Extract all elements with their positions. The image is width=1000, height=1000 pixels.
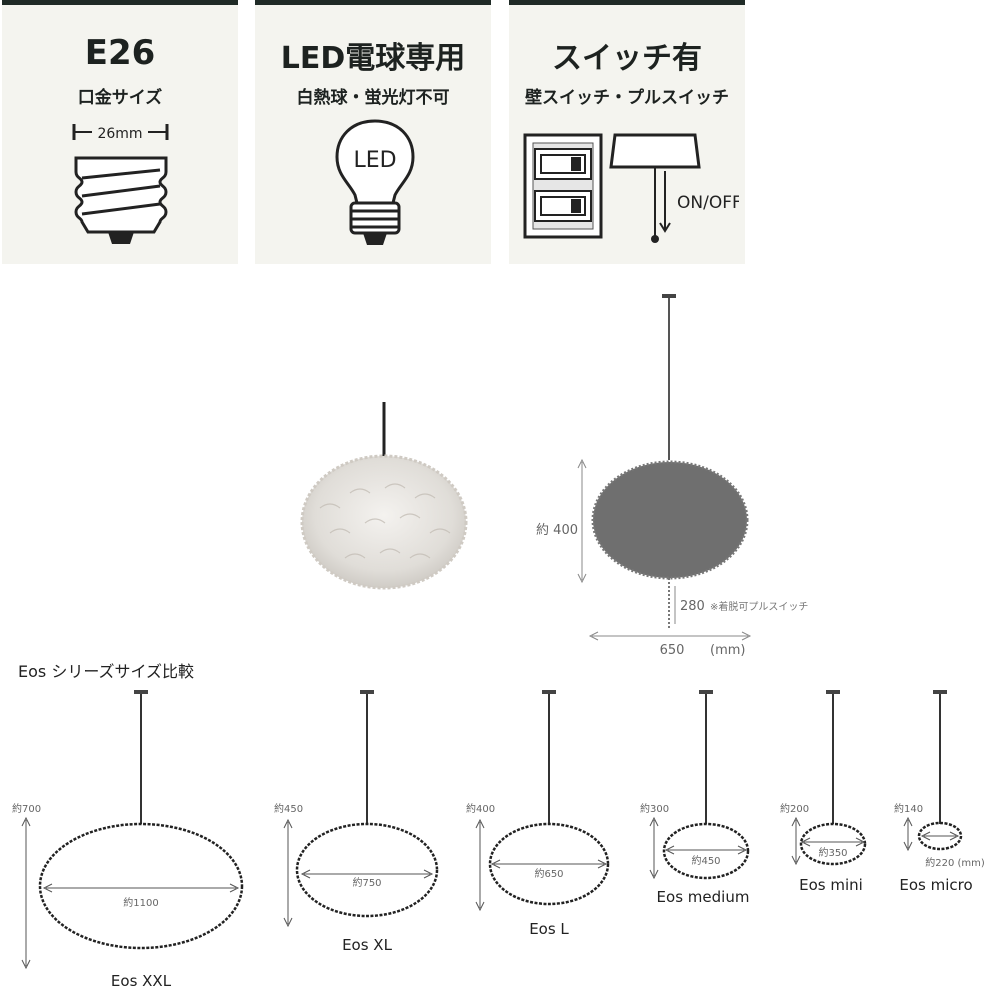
led-bulb-icon: LED [335, 119, 415, 245]
spec-drawing: 約 400 280 ※着脱可プルスイッチ 650 (mm) [536, 294, 808, 658]
led-only-card: LED電球専用 白熱球・蛍光灯不可 LED [255, 0, 491, 264]
eos-micro-name: Eos micro [899, 876, 972, 894]
eos-xxl-name: Eos XXL [111, 972, 172, 990]
series-comparison-drawing: 約700 約450 約400 約300 約200 約140 約1100 約750… [12, 690, 985, 990]
switch-card: スイッチ有 壁スイッチ・プルスイッチ ON/OFF [509, 0, 745, 264]
eos-l-name: Eos L [529, 920, 569, 938]
eos-mini-width-label: 約350 [818, 846, 847, 859]
e26-socket-icon: 26mm [72, 122, 169, 244]
led-only-title: LED電球専用 [280, 41, 466, 76]
spec-pull-note: ※着脱可プルスイッチ [710, 600, 808, 613]
spec-unit-label: (mm) [710, 643, 745, 658]
series-title: Eos シリーズサイズ比較 [18, 662, 195, 681]
wall-switch-icon [523, 133, 603, 239]
led-only-subtitle: 白熱球・蛍光灯不可 [296, 88, 450, 108]
eos-micro-height-label: 約140 [894, 802, 923, 815]
eos-micro-width-label: 約220 (mm) [925, 856, 985, 869]
spec-width-label: 650 [660, 643, 685, 658]
eos-l-shade [488, 822, 610, 906]
eos-xxl-width-label: 約1100 [123, 896, 158, 909]
base-size-subtitle: 口金サイズ [77, 88, 163, 108]
base-size-title: E26 [84, 33, 156, 73]
spec-pull-length-label: 280 [680, 599, 705, 614]
switch-subtitle: 壁スイッチ・プルスイッチ [525, 88, 729, 108]
socket-dimension-label: 26mm [97, 126, 142, 142]
base-size-card: E26 口金サイズ 26mm [2, 0, 238, 264]
bulb-led-text: LED [353, 148, 396, 173]
eos-xl-height-label: 約450 [274, 802, 303, 815]
eos-xl-width-label: 約750 [352, 876, 381, 889]
eos-medium-height-label: 約300 [640, 802, 669, 815]
product-photo [300, 402, 468, 590]
eos-mini-name: Eos mini [799, 876, 863, 894]
eos-l-width-label: 約650 [534, 867, 563, 880]
eos-medium-width-label: 約450 [691, 854, 720, 867]
eos-xxl-shade [38, 822, 244, 950]
eos-l-height-label: 約400 [466, 802, 495, 815]
eos-micro-shade [917, 821, 963, 851]
eos-mini-shade [799, 822, 867, 866]
on-off-label: ON/OFF [677, 193, 739, 213]
pull-switch-icon: ON/OFF [609, 133, 739, 243]
eos-xl-shade [295, 822, 439, 918]
eos-xl-name: Eos XL [342, 936, 393, 954]
spec-height-label: 約 400 [536, 523, 578, 538]
eos-xxl-height-label: 約700 [12, 802, 41, 815]
eos-mini-height-label: 約200 [780, 802, 809, 815]
eos-medium-name: Eos medium [657, 888, 750, 906]
spec-shade [591, 460, 749, 580]
switch-title: スイッチ有 [552, 41, 702, 76]
eos-medium-shade [662, 822, 750, 880]
